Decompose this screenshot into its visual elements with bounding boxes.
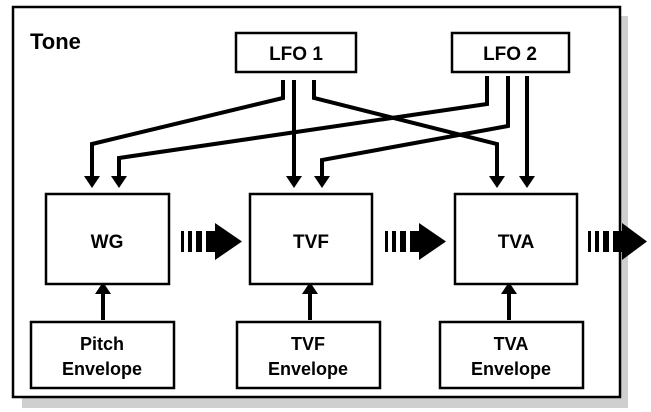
tva-envelope-block: TVA Envelope	[438, 320, 585, 390]
tva-block: TVA	[453, 192, 579, 286]
pitch-envelope-block: Pitch Envelope	[29, 320, 176, 390]
lfo1-to-tva-arrow	[312, 80, 505, 188]
wg-to-tvf-signal-arrow	[181, 223, 242, 260]
tva-envelope-label-line2: Envelope	[471, 359, 551, 379]
pitch-envelope-label-line1: Pitch	[80, 334, 124, 354]
tvf-to-tva-signal-arrow	[385, 223, 446, 260]
lfo2-to-wg-arrow	[111, 76, 489, 188]
lfo1-to-wg-arrow	[84, 80, 285, 188]
tvf-envelope-to-tvf-arrow	[302, 282, 318, 320]
lfo1-to-tvf-arrow	[286, 80, 302, 188]
tvf-envelope-label-line1: TVF	[291, 334, 325, 354]
tvf-envelope-label-line2: Envelope	[268, 359, 348, 379]
lfo1-label: LFO 1	[269, 44, 323, 65]
tone-title: Tone	[30, 29, 81, 54]
lfo2-block: LFO 2	[450, 31, 571, 74]
pitch-envelope-label-line2: Envelope	[62, 359, 142, 379]
pitch-envelope-to-wg-arrow	[95, 282, 111, 320]
lfo1-block: LFO 1	[234, 31, 358, 74]
wg-block: WG	[44, 192, 171, 286]
tva-envelope-label-line1: TVA	[494, 334, 529, 354]
tva-output-signal-arrow	[588, 223, 647, 260]
tva-label: TVA	[498, 232, 535, 253]
tva-envelope-to-tva-arrow	[501, 282, 517, 320]
tvf-block: TVF	[248, 192, 374, 286]
tvf-label: TVF	[293, 232, 329, 253]
tvf-envelope-block: TVF Envelope	[235, 320, 382, 390]
lfo2-label: LFO 2	[483, 44, 537, 65]
lfo2-to-tva-arrow	[519, 76, 535, 188]
wg-label: WG	[91, 232, 124, 253]
lfo2-to-tvf-arrow	[314, 76, 510, 188]
